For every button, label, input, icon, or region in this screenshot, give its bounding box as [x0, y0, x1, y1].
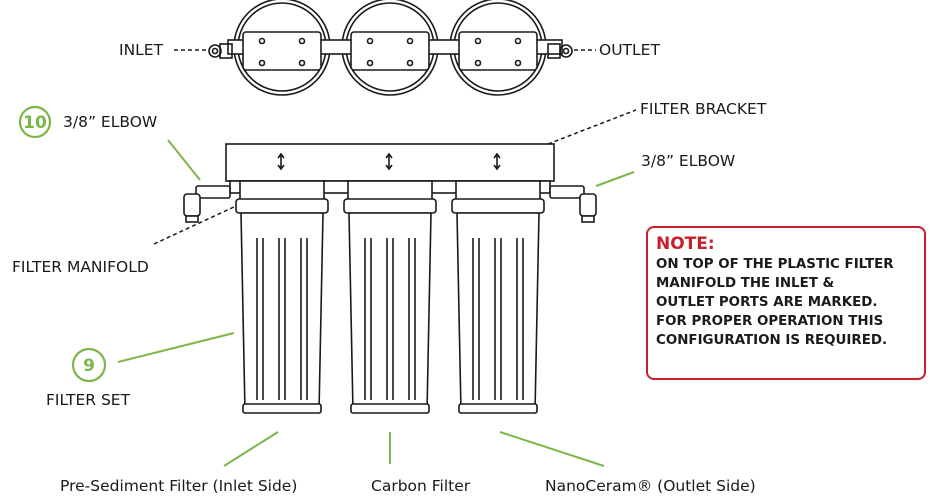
top-view-outlet-fitting: [559, 44, 573, 58]
elbow-right: [549, 185, 597, 223]
filter-3-label: NanoCeram® (Outlet Side): [545, 477, 756, 495]
filter-3-leader: [499, 431, 605, 467]
filter-manifold-label: FILTER MANIFOLD: [12, 258, 149, 276]
top-view-inlet-fitting: [208, 44, 222, 58]
inlet-label: INLET: [119, 41, 164, 59]
manifold-leader: [153, 205, 237, 245]
filter-canister-2: [343, 198, 437, 414]
elbow-left-label: 3/8” ELBOW: [63, 113, 157, 131]
top-view-manifold: [219, 31, 563, 71]
elbow-right-label: 3/8” ELBOW: [641, 152, 735, 170]
note-line: ON TOP OF THE PLASTIC FILTER: [656, 257, 894, 272]
note-line: OUTLET PORTS ARE MARKED.: [656, 295, 878, 310]
badge-9: 9: [71, 347, 107, 383]
outlet-label: OUTLET: [599, 41, 660, 59]
note-box: NOTE: ON TOP OF THE PLASTIC FILTER MANIF…: [646, 226, 926, 380]
filter-2-label: Carbon Filter: [371, 477, 471, 495]
filter-bracket-label: FILTER BRACKET: [640, 100, 767, 118]
note-body: ON TOP OF THE PLASTIC FILTER MANIFOLD TH…: [656, 255, 916, 350]
leader-lines: [117, 49, 637, 467]
filter-set-leader: [117, 332, 235, 363]
elbow-left: [183, 185, 231, 223]
badge-10: 10: [18, 105, 52, 139]
filter-1-leader: [223, 431, 279, 467]
filter-set-label: FILTER SET: [46, 391, 131, 409]
filter-canister-1: [235, 198, 329, 414]
elbow-left-leader: [167, 139, 201, 181]
front-view: [183, 143, 597, 414]
note-line: FOR PROPER OPERATION THIS: [656, 314, 884, 329]
note-line: CONFIGURATION IS REQUIRED.: [656, 333, 888, 348]
badge-9-number: 9: [83, 356, 95, 376]
filter-canister-3: [451, 198, 545, 414]
note-title: NOTE:: [656, 234, 715, 254]
filter-bracket: [225, 143, 555, 182]
top-view: [208, 0, 573, 96]
bracket-leader: [547, 109, 637, 145]
filter-1-label: Pre-Sediment Filter (Inlet Side): [60, 477, 297, 495]
badge-10-number: 10: [23, 113, 47, 133]
filter-manifold: [229, 180, 551, 202]
note-line: MANIFOLD THE INLET &: [656, 276, 835, 291]
elbow-right-leader: [595, 171, 635, 187]
